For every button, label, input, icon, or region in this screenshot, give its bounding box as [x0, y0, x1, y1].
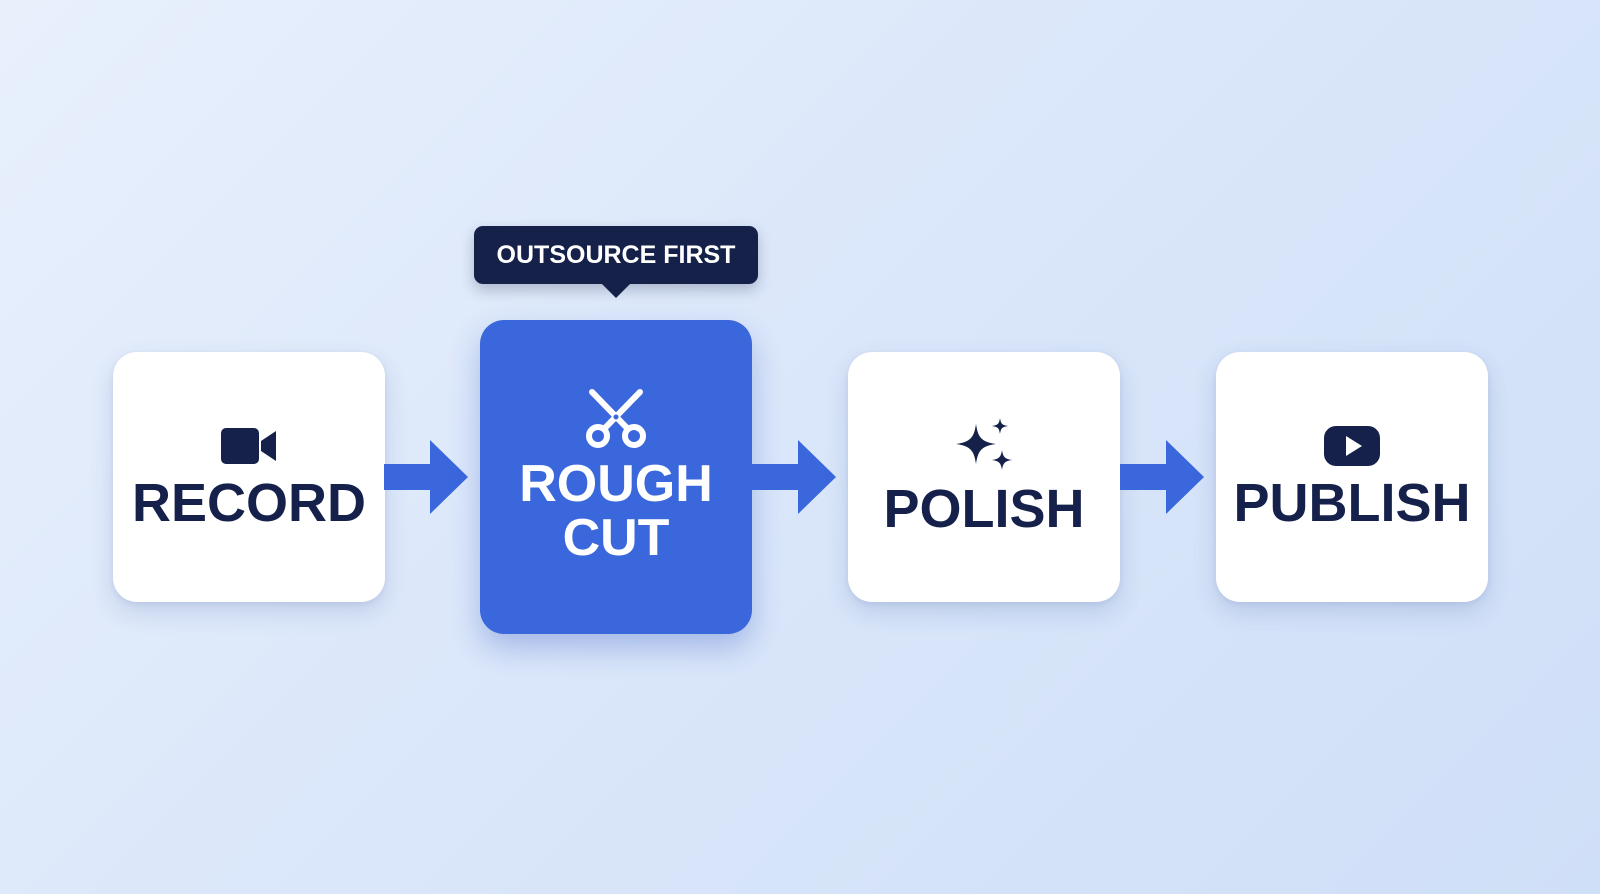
arrow-right-icon [1120, 440, 1204, 514]
callout-pointer [602, 284, 630, 298]
step-label-record: RECORD [131, 473, 366, 533]
scissors-icon [586, 389, 646, 448]
video-camera-icon [221, 428, 276, 464]
step-record: RECORD [113, 352, 385, 602]
step-rough-cut: ROUGH CUT [480, 320, 752, 634]
play-button-icon [1324, 426, 1380, 466]
arrow-right-icon [384, 440, 468, 514]
arrow-right-icon [752, 440, 836, 514]
step-label-polish: POLISH [883, 479, 1085, 539]
step-publish: PUBLISH [1216, 352, 1488, 602]
step-label-rough-cut: ROUGH CUT [519, 455, 713, 567]
sparkles-icon [956, 418, 1012, 470]
step-polish: POLISH [848, 352, 1120, 602]
callout-text: OUTSOURCE FIRST [496, 240, 736, 269]
step-label-publish: PUBLISH [1233, 473, 1471, 533]
outsource-callout: OUTSOURCE FIRST [474, 226, 758, 298]
